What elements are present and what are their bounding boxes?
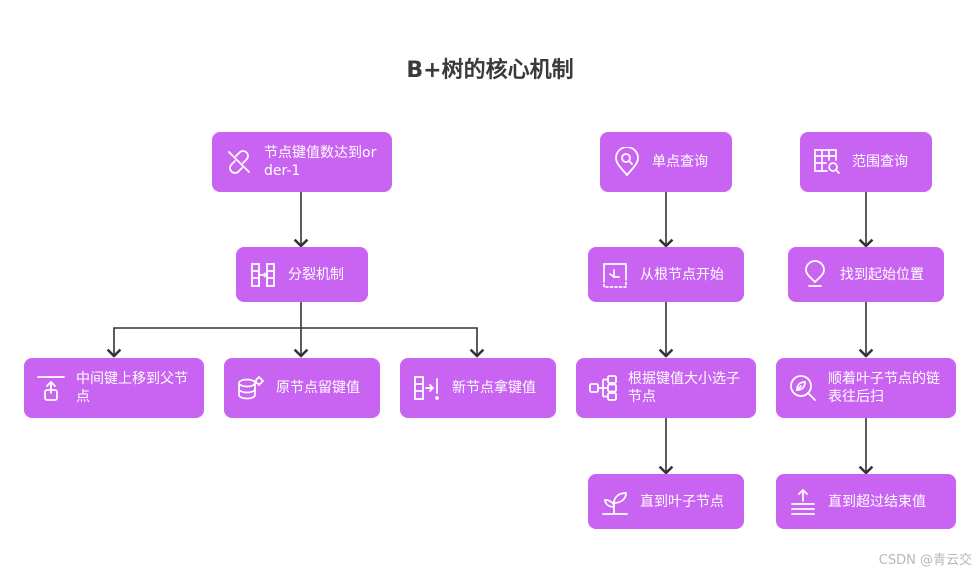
node-choose-child: 根据键值大小选子节点 (576, 358, 756, 418)
node-label: 范围查询 (852, 154, 908, 170)
node-label: 节点键值数达到order-1 (264, 145, 377, 179)
node-keep: 原节点留键值 (224, 358, 380, 418)
node-label: 从根节点开始 (640, 266, 724, 283)
node-label: 根据键值大小选子节点 (628, 371, 740, 405)
node-to-end: 直到超过结束值 (776, 474, 956, 529)
column-arrow-icon (412, 373, 442, 403)
table-search-icon (812, 147, 842, 177)
split-columns-icon (248, 260, 278, 290)
leaf-search-icon (788, 373, 818, 403)
edge-split-to-newnode (301, 327, 485, 358)
upload-icon (36, 373, 66, 403)
node-scan-leaves: 顺着叶子节点的链表往后扫 (776, 358, 956, 418)
page-title: B+树的核心机制 (406, 58, 574, 83)
node-point-query: 单点查询 (600, 132, 732, 192)
node-label: 中间键上移到父节点 (76, 371, 188, 405)
node-label: 单点查询 (652, 154, 708, 170)
chart-dashed-icon (600, 260, 630, 290)
node-label: 原节点留键值 (276, 380, 360, 396)
node-from-root: 从根节点开始 (588, 247, 744, 302)
node-to-leaf: 直到叶子节点 (588, 474, 744, 529)
node-label: 分裂机制 (288, 266, 344, 283)
watermark: CSDN @青云交 (878, 553, 972, 568)
node-find-start: 找到起始位置 (788, 247, 944, 302)
plant-icon (600, 487, 630, 517)
hierarchy-icon (588, 373, 618, 403)
location-search-icon (612, 147, 642, 177)
node-label: 顺着叶子节点的链表往后扫 (828, 371, 940, 405)
broken-link-icon (224, 147, 254, 177)
database-gear-icon (236, 373, 266, 403)
node-move-up: 中间键上移到父节点 (24, 358, 204, 418)
node-reach-order: 节点键值数达到order-1 (212, 132, 392, 192)
node-label: 直到超过结束值 (828, 493, 926, 510)
edge-split-to-moveup (106, 327, 301, 358)
map-pin-icon (800, 259, 830, 290)
node-label: 新节点拿键值 (452, 380, 536, 396)
node-range-query: 范围查询 (800, 132, 932, 192)
node-split: 分裂机制 (236, 247, 368, 302)
node-new-node: 新节点拿键值 (400, 358, 556, 418)
node-label: 找到起始位置 (840, 266, 924, 283)
node-label: 直到叶子节点 (640, 493, 724, 510)
upload-lines-icon (788, 487, 818, 517)
